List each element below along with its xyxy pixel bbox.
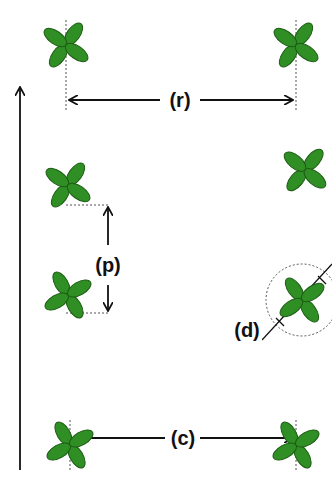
dimension-label: (p) bbox=[93, 254, 123, 276]
direction-arrow bbox=[19, 88, 21, 470]
guide-lines bbox=[66, 20, 332, 470]
dimension-arrows bbox=[70, 100, 332, 438]
dimension-label: (r) bbox=[167, 89, 192, 111]
plants bbox=[30, 9, 332, 481]
dimension-label: (d) bbox=[232, 319, 262, 341]
dimension-label: (c) bbox=[169, 427, 197, 449]
